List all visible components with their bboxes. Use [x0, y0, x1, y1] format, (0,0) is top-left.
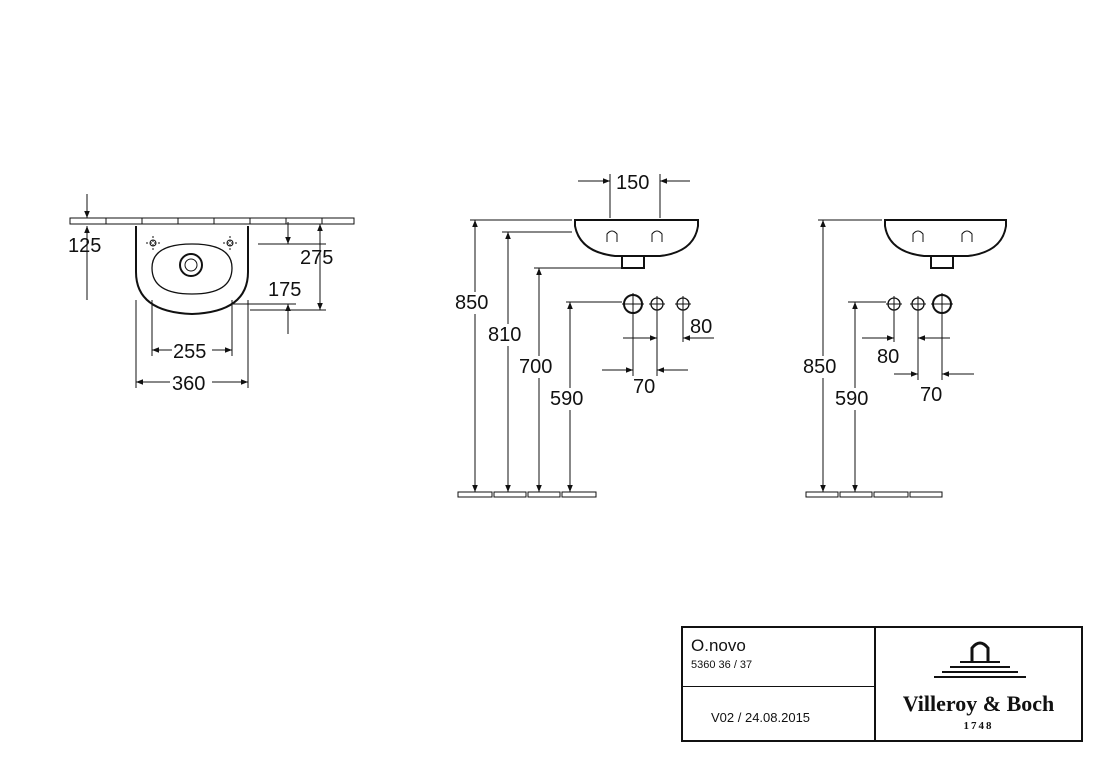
top-view: 125 275 175 255 360 — [68, 194, 355, 395]
supply-connections — [622, 293, 691, 315]
tap-hole-marker-right — [223, 236, 237, 250]
brand-name: Villeroy & Boch — [902, 691, 1055, 716]
basin-bowl — [151, 243, 233, 295]
dim-850-b: 850 — [803, 356, 836, 378]
waste-hole — [179, 253, 203, 277]
title-block-info: O.novo 5360 36 / 37 V02 / 24.08.2015 — [683, 628, 876, 740]
article-numbers: 5360 36 / 37 — [691, 659, 753, 671]
dim-175: 175 — [268, 279, 301, 301]
floor-tiles — [457, 491, 597, 498]
dim-810: 810 — [488, 324, 521, 346]
dim-700: 700 — [519, 356, 552, 378]
title-block-divider — [683, 686, 874, 687]
dim-80-a: 80 — [690, 316, 712, 338]
brand-logo-icon — [934, 641, 1026, 678]
side-view-a: 150 850 810 700 590 — [454, 172, 714, 498]
side-view-b: 850 590 80 70 — [802, 219, 1007, 498]
tap-symbol — [606, 230, 663, 242]
revision-date: V02 / 24.08.2015 — [711, 710, 811, 725]
basin-profile — [574, 219, 699, 257]
dim-125: 125 — [68, 235, 101, 257]
dim-80-b: 80 — [877, 346, 899, 368]
dim-360: 360 — [172, 373, 205, 395]
tap-hole-marker-left — [146, 236, 160, 250]
product-name: O.novo — [691, 636, 746, 655]
dim-275: 275 — [300, 247, 333, 269]
tap-symbol-b — [912, 230, 973, 242]
floor-tiles-b — [805, 491, 943, 498]
dim-70-b: 70 — [920, 384, 942, 406]
dim-850-a: 850 — [455, 292, 488, 314]
dim-590-b: 590 — [835, 388, 868, 410]
supply-connections-b — [886, 293, 953, 315]
wall-tiles — [69, 217, 355, 225]
brand-panel: Villeroy & Boch 1748 — [876, 628, 1081, 740]
brand-year: 1748 — [963, 720, 994, 732]
title-block: O.novo 5360 36 / 37 V02 / 24.08.2015 Vil… — [681, 626, 1083, 742]
basin-profile-b — [884, 219, 1007, 257]
dim-70-a: 70 — [633, 376, 655, 398]
dim-255: 255 — [173, 341, 206, 363]
basin-outline — [135, 226, 249, 316]
dim-150: 150 — [616, 172, 649, 194]
dim-590-a: 590 — [550, 388, 583, 410]
